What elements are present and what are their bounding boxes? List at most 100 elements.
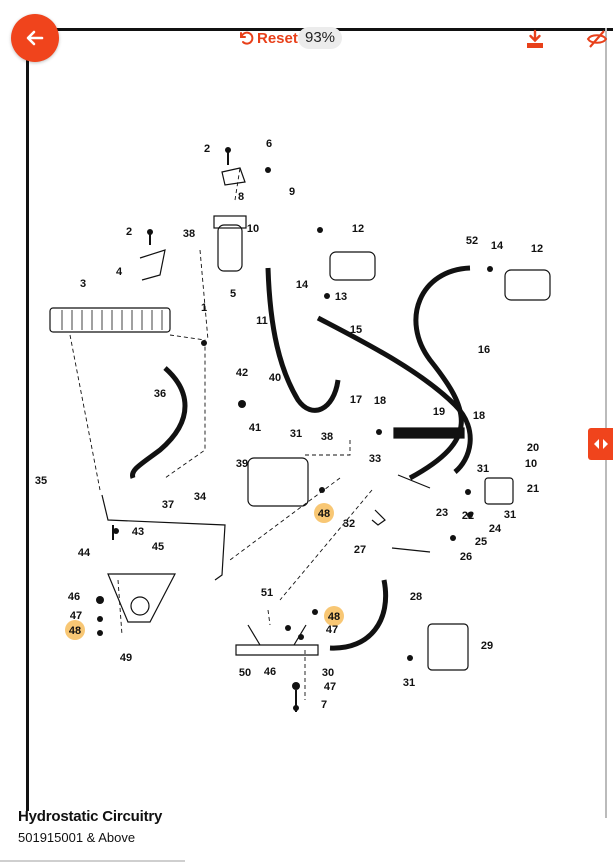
hotspot-marker[interactable] [65,620,85,640]
callout-12[interactable]: 12 [531,243,543,255]
callout-17[interactable]: 17 [350,394,362,406]
callout-28[interactable]: 28 [410,591,422,603]
callout-21[interactable]: 21 [527,483,539,495]
callout-41[interactable]: 41 [249,422,261,434]
callout-12[interactable]: 12 [352,223,364,235]
callout-number: 11 [256,315,268,327]
callout-50[interactable]: 50 [239,667,251,679]
side-panel-toggle[interactable] [588,428,613,460]
callout-2[interactable]: 2 [126,226,132,238]
callout-39[interactable]: 39 [236,458,248,470]
callout-6[interactable]: 6 [266,138,272,150]
callout-number: 47 [326,624,338,636]
callout-18[interactable]: 18 [473,410,485,422]
callout-number: 46 [264,666,276,678]
callout-number: 5 [230,288,236,300]
reset-button[interactable]: Reset [238,28,298,48]
callout-46[interactable]: 46 [264,666,276,678]
callout-19[interactable]: 19 [433,406,445,418]
diagram-caption: Hydrostatic Circuitry 501915001 & Above [18,808,162,845]
tube-34 [101,494,226,581]
callout-25[interactable]: 25 [475,536,487,548]
callout-22[interactable]: 22 [462,510,474,522]
callout-24[interactable]: 24 [489,523,502,535]
callout-number: 38 [321,431,333,443]
callout-48[interactable]: 48 [324,606,344,626]
callout-42[interactable]: 42 [236,367,248,379]
callout-31[interactable]: 31 [403,677,415,689]
hide-hotspots-button[interactable] [586,28,608,50]
callout-38[interactable]: 38 [183,228,195,240]
callout-47[interactable]: 47 [70,610,82,622]
callout-46[interactable]: 46 [68,591,80,603]
callout-number: 35 [35,475,47,487]
callout-number: 47 [70,610,82,622]
callout-3[interactable]: 3 [80,278,86,290]
callout-31[interactable]: 31 [290,428,302,440]
hotspot-marker[interactable] [324,606,344,626]
callout-13[interactable]: 13 [335,291,347,303]
callout-26[interactable]: 26 [460,551,472,563]
callout-10[interactable]: 10 [247,223,259,235]
callout-18[interactable]: 18 [374,395,386,407]
callout-36[interactable]: 36 [154,388,166,400]
callout-number: 30 [322,667,334,679]
callout-9[interactable]: 9 [289,186,295,198]
tube-23 [397,474,431,489]
callout-52[interactable]: 52 [466,235,478,247]
callout-4[interactable]: 4 [116,266,123,278]
callout-32[interactable]: 32 [343,518,355,530]
callout-14[interactable]: 14 [491,240,504,252]
hose-16 [408,265,471,481]
callout-51[interactable]: 51 [261,587,273,599]
callout-15[interactable]: 15 [350,324,362,336]
callout-31[interactable]: 31 [504,509,516,521]
callout-number: 22 [462,510,474,522]
callout-10[interactable]: 10 [525,458,537,470]
callout-31[interactable]: 31 [477,463,489,475]
callout-number: 40 [269,372,281,384]
callout-29[interactable]: 29 [481,640,493,652]
callout-14[interactable]: 14 [296,279,309,291]
callout-38[interactable]: 38 [321,431,333,443]
callout-number: 1 [201,302,207,314]
callout-20[interactable]: 20 [527,442,539,454]
callout-48[interactable]: 48 [65,620,85,640]
callout-30[interactable]: 30 [322,667,334,679]
callout-23[interactable]: 23 [436,507,448,519]
back-button[interactable] [11,14,59,62]
callout-45[interactable]: 45 [152,541,164,553]
callout-5[interactable]: 5 [230,288,236,300]
callout-48[interactable]: 48 [314,503,334,523]
callout-49[interactable]: 49 [120,652,132,664]
callout-number: 2 [126,226,132,238]
callout-27[interactable]: 27 [354,544,366,556]
hose-28 [329,579,388,651]
hotspot-marker[interactable] [314,503,334,523]
callout-number: 49 [120,652,132,664]
callout-number: 17 [350,394,362,406]
callout-37[interactable]: 37 [162,499,174,511]
download-button[interactable] [524,28,546,50]
callout-2[interactable]: 2 [204,143,210,155]
callout-number: 48 [318,508,330,520]
callout-11[interactable]: 11 [256,315,268,327]
callout-1[interactable]: 1 [201,302,207,314]
callout-7[interactable]: 7 [321,699,327,711]
filter-5 [217,224,243,272]
callout-35[interactable]: 35 [35,475,47,487]
callout-8[interactable]: 8 [238,191,244,203]
callout-40[interactable]: 40 [269,372,281,384]
callout-43[interactable]: 43 [132,526,144,538]
callout-number: 29 [481,640,493,652]
callout-44[interactable]: 44 [78,547,91,559]
callout-47[interactable]: 47 [326,624,338,636]
callout-33[interactable]: 33 [369,453,381,465]
callout-number: 19 [433,406,445,418]
cooler-3 [49,307,171,333]
callout-47[interactable]: 47 [324,681,336,693]
callout-number: 8 [238,191,244,203]
callout-34[interactable]: 34 [194,491,207,503]
callout-16[interactable]: 16 [478,344,490,356]
